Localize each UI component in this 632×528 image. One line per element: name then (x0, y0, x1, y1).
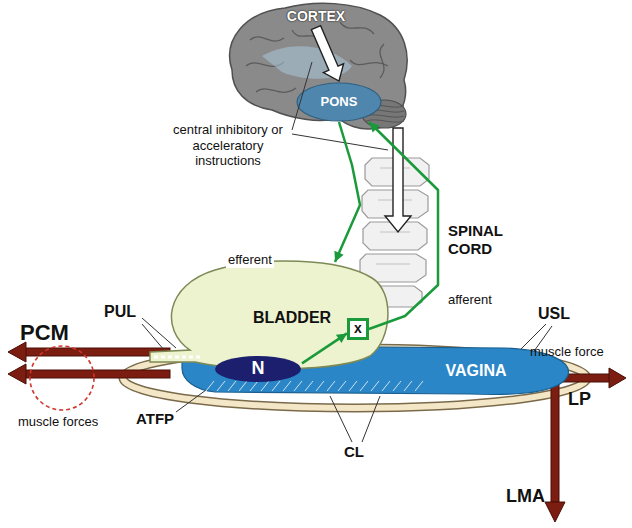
ligament-label: USL (538, 304, 570, 323)
ligament-label: ATFP (136, 410, 174, 428)
node-text: BLADDER (253, 309, 331, 327)
edge-label: afferent (446, 292, 494, 308)
part-label: SPINAL CORD (448, 222, 522, 258)
node-text: N (252, 359, 265, 379)
nerve-pathway (334, 122, 360, 262)
neck-ellipse: N (214, 355, 302, 383)
stretch-receptor-box: x (347, 318, 369, 340)
muscle-label: LMA (506, 486, 545, 508)
node-text: x (354, 321, 362, 336)
node-text: PONS (321, 95, 358, 109)
pons-region: PONS (296, 82, 382, 122)
ligament-label: PUL (104, 302, 136, 321)
edge-label: efferent (226, 252, 274, 268)
ligament-label: CL (344, 443, 364, 461)
annotation: central inhibitory or acceleratory instr… (166, 122, 290, 169)
bladder: BLADDER Nx (146, 256, 396, 376)
force-label: muscle force (530, 344, 604, 360)
force-label: muscle forces (18, 414, 98, 430)
muscle-label: LP (568, 389, 591, 411)
muscle-label: PCM (20, 320, 69, 346)
muscle-force-arrows (8, 342, 626, 522)
brain: CORTEX PONS (222, 0, 412, 142)
node-text: CORTEX (287, 9, 345, 24)
descending-arrow (385, 128, 411, 232)
node-text: VAGINA (445, 362, 506, 380)
highlight-circle (30, 346, 94, 410)
